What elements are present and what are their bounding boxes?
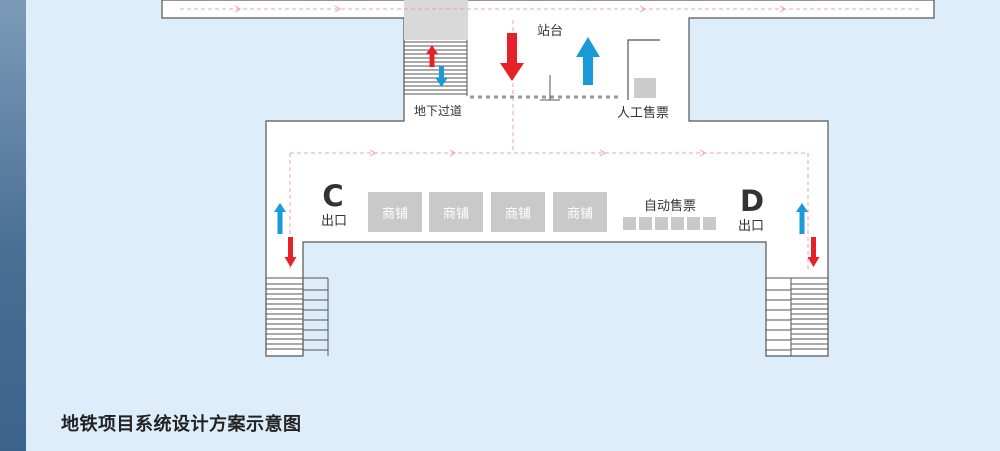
exit-c-up-arrow [274, 203, 286, 234]
manual-ticket-booth [627, 39, 660, 100]
exit-d-letter: D [740, 184, 764, 218]
manual-ticket-label: 人工售票 [617, 105, 669, 121]
underpass-up-arrow [426, 45, 438, 67]
platform-label: 站台 [537, 24, 563, 39]
auto-ticket-label: 自动售票 [644, 198, 696, 214]
shops: 商铺 商铺 商铺 商铺 [368, 192, 607, 232]
exit-c-letter: C [322, 179, 343, 213]
shop-4-label: 商铺 [567, 207, 593, 222]
shop-1 [368, 192, 422, 232]
exit-c-down-arrow [284, 237, 297, 267]
staircase-exit-d [765, 277, 828, 356]
platform-up-arrow [576, 37, 600, 85]
shop-2 [429, 192, 483, 232]
shop-4 [553, 192, 607, 232]
ticket-machine [703, 217, 716, 230]
guide-arrowheads [234, 5, 786, 157]
manual-ticket-counter [634, 78, 656, 98]
underpass-down-arrow [435, 66, 448, 87]
left-accent-bar [0, 0, 26, 451]
ticket-machine [623, 217, 636, 230]
platform-edge-block [404, 0, 468, 40]
ticket-machine [687, 217, 700, 230]
shop-3-label: 商铺 [505, 207, 531, 222]
diagram-caption: 地铁项目系统设计方案示意图 [61, 414, 302, 435]
exit-c-word: 出口 [321, 214, 347, 229]
shop-3 [491, 192, 545, 232]
gate-marker [540, 75, 560, 101]
shop-2-label: 商铺 [443, 207, 469, 222]
shop-1-label: 商铺 [382, 207, 408, 222]
exit-d-down-arrow [807, 237, 820, 267]
exit-d-up-arrow [796, 203, 808, 234]
exit-d-word: 出口 [738, 219, 764, 234]
ticket-machine [655, 217, 668, 230]
ticket-machine [639, 217, 652, 230]
ticket-machine [671, 217, 684, 230]
staircase-exit-c [266, 277, 329, 356]
platform-down-arrow [500, 33, 524, 81]
underpass-label: 地下过道 [414, 104, 462, 118]
ticket-machines [623, 217, 716, 230]
station-structure [161, 0, 935, 357]
